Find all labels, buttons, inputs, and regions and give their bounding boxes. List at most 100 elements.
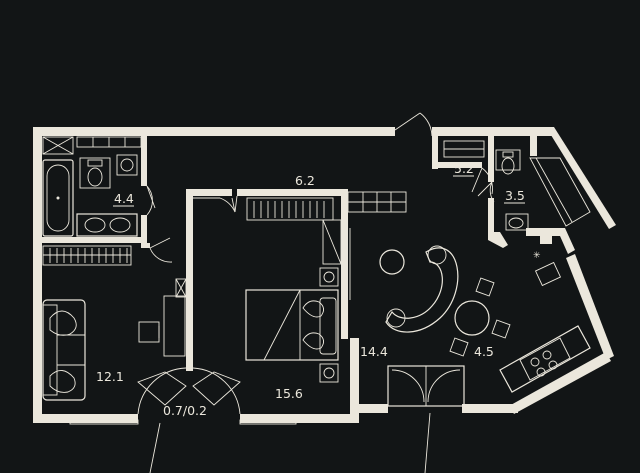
wall-top-left	[33, 127, 395, 136]
kitchen-sink-icon	[534, 261, 562, 287]
area-label-wc: 3.5	[505, 188, 525, 203]
window-left	[69, 419, 139, 425]
wall-wc-left	[488, 136, 494, 182]
bed-icon	[245, 289, 339, 361]
wall-bedroom-right	[341, 189, 348, 339]
area-label-bedroom: 15.6	[275, 386, 303, 401]
wall-wardrobe-bottom	[438, 162, 482, 168]
bathtub-icon	[42, 159, 74, 237]
wc-toilet-tank	[502, 151, 514, 158]
wall-bottom-right-b	[462, 404, 518, 413]
nightstand-bottom	[319, 363, 339, 383]
toilet-tank	[87, 159, 103, 167]
balcony-rail-left	[149, 422, 161, 473]
lamp-bottom-icon	[323, 367, 335, 379]
toilet-area	[79, 157, 111, 189]
wardrobe-door-icon	[471, 167, 493, 195]
interior-walls	[33, 127, 575, 371]
wall-kitchen-col	[540, 230, 552, 244]
wc-sink-area	[505, 213, 529, 231]
wall-bedroom-top-b	[237, 189, 347, 196]
burner-2	[542, 350, 552, 360]
area-label-balcony: 0.7/0.2	[163, 403, 207, 418]
pillow-top-icon	[302, 300, 324, 318]
coffee-table-icon	[379, 249, 405, 275]
toilet-icon	[87, 167, 103, 187]
living-kitchen-furniture	[379, 245, 511, 407]
sofa-icon	[42, 299, 86, 401]
wall-bottom-step	[350, 338, 359, 423]
hall-fixtures	[345, 112, 433, 300]
area-label-kitchen: 4.5	[474, 344, 494, 359]
area-labels: 4.4 6.2 5.2 3.5 12.1 15.6 14.4 4.5 0.7/0…	[96, 161, 525, 418]
wc-toilet-icon	[501, 157, 515, 175]
vanity-icon	[76, 213, 138, 237]
bathtub-drain	[56, 196, 60, 200]
wall-diag-bottom	[509, 352, 611, 414]
cushion-top-icon	[49, 310, 77, 336]
wall-bedroom-top-a	[186, 189, 232, 196]
wall-bath-right-b	[141, 215, 147, 243]
outer-walls	[33, 127, 616, 423]
small-sink-icon	[120, 158, 134, 172]
balcony-right-door-icon	[192, 371, 241, 406]
bedroom-furniture	[193, 195, 342, 383]
bath-shelf	[42, 136, 74, 155]
cooktop-icon	[519, 337, 571, 381]
desk-icon	[163, 295, 186, 357]
living-room-furniture	[42, 237, 187, 401]
wall-top-right	[432, 127, 554, 136]
wc-sink-icon	[508, 217, 524, 229]
wc-door-icon	[477, 181, 495, 203]
dining-table-icon	[454, 300, 490, 336]
living-wardrobe-hangers	[49, 248, 128, 263]
balcony-left-door-icon	[137, 371, 187, 406]
wall-wardrobe-left	[432, 127, 438, 169]
snowflake-icon: ✳	[533, 251, 541, 261]
sofa-back	[42, 304, 58, 396]
wall-wc-top	[530, 136, 537, 156]
living-door-icon	[149, 237, 173, 263]
kitchen-counter-icon	[499, 325, 591, 393]
burner-4	[548, 360, 558, 370]
window-mid	[239, 419, 297, 425]
kitchen-fixtures: ✳	[499, 251, 591, 393]
balcony-swing-right	[192, 367, 241, 415]
area-label-wardrobe: 5.2	[454, 161, 474, 176]
balcony-door-swing-right	[427, 369, 461, 403]
wall-bottom-mid	[240, 414, 358, 423]
entry-door-icon	[394, 112, 433, 137]
niche-icon	[175, 278, 187, 298]
nightstand-top	[319, 267, 339, 287]
dining-chair-2	[491, 319, 511, 339]
dining-chair-1	[475, 277, 495, 297]
balcony-door-swing-left	[391, 369, 425, 403]
area-label-living-room: 12.1	[96, 369, 124, 384]
sofa-cushion-b	[386, 308, 406, 328]
bedroom-wardrobe-hangers	[253, 201, 325, 218]
wall-left	[33, 127, 42, 422]
wall-stub	[141, 243, 150, 248]
wall-bottom-right-a	[350, 404, 388, 413]
bed-pillows-frame	[319, 297, 337, 355]
wall-bath-right-a	[141, 136, 147, 186]
bedroom-side-wardrobe	[322, 219, 342, 265]
wc-fixtures	[477, 149, 591, 231]
area-label-living-kitchen: 14.4	[360, 344, 388, 359]
wall-bottom-left	[33, 414, 138, 423]
pillow-bottom-icon	[302, 332, 324, 350]
burner-3	[536, 367, 546, 377]
area-label-bathroom: 4.4	[114, 191, 134, 206]
burner-1	[530, 357, 540, 367]
wall-wc-bottom	[526, 228, 575, 254]
cushion-bottom-icon	[49, 370, 76, 393]
wall-diag-upper	[546, 127, 616, 229]
balcony-swing-left	[137, 367, 187, 415]
wall-stub-b	[186, 357, 193, 371]
wc-toilet-area	[495, 149, 521, 171]
small-sink-area	[116, 154, 138, 176]
vanity-sink-left	[84, 217, 106, 233]
living-wardrobe	[42, 245, 132, 266]
